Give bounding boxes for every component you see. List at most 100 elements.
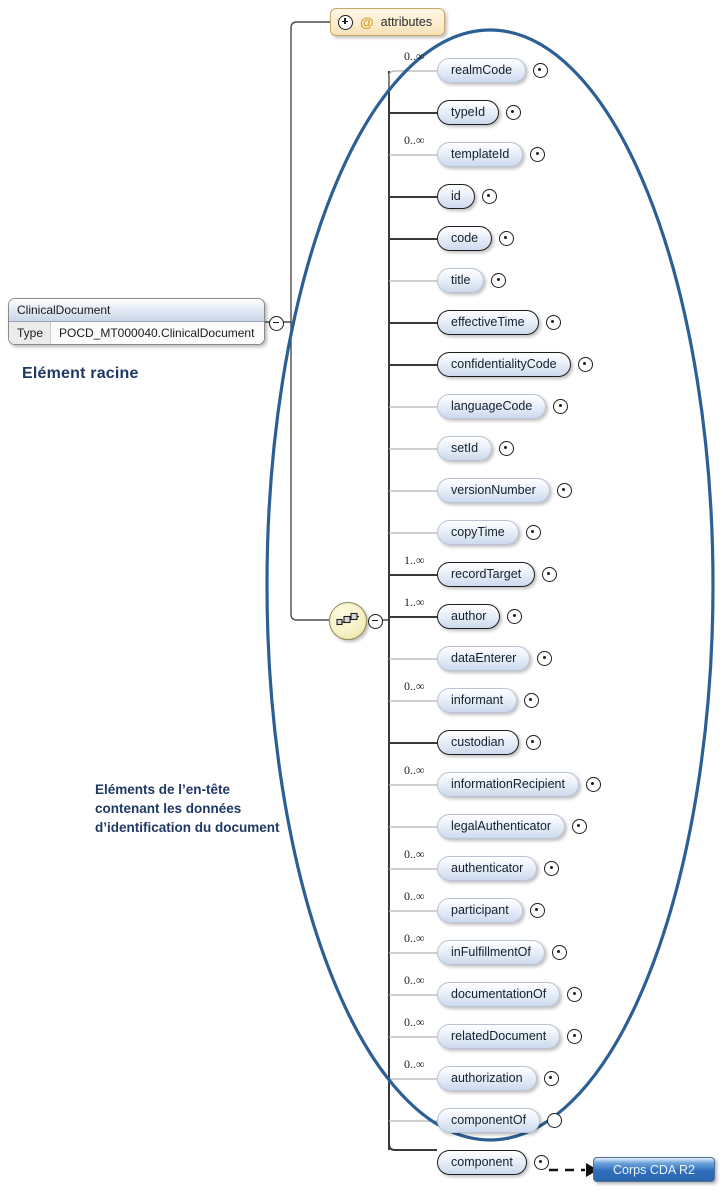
element-node[interactable]: typeId	[437, 100, 522, 125]
dot-expander-icon[interactable]	[525, 735, 541, 750]
element-node[interactable]: dataEnterer	[437, 646, 553, 671]
element-node[interactable]: informationRecipient	[437, 772, 601, 797]
element-node[interactable]: participant	[437, 898, 545, 923]
sequence-compositor-icon[interactable]	[329, 602, 367, 640]
dot-expander-icon[interactable]	[529, 903, 545, 918]
element-name-copyTime[interactable]: copyTime	[437, 520, 519, 545]
root-element-type-row: Type POCD_MT000040.ClinicalDocument	[9, 322, 264, 344]
cardinality-label: 0..∞	[404, 1057, 425, 1071]
element-node[interactable]: languageCode	[437, 394, 569, 419]
dot-expander-icon[interactable]	[537, 651, 553, 666]
dot-expander-icon[interactable]	[551, 945, 567, 960]
cardinality-label: 0..∞	[404, 49, 425, 63]
element-node[interactable]: authenticator	[437, 856, 560, 881]
at-symbol-icon: @	[360, 14, 374, 30]
element-node[interactable]: realmCode	[437, 58, 549, 83]
element-name-dataEnterer[interactable]: dataEnterer	[437, 646, 531, 671]
cardinality-label: 0..∞	[404, 763, 425, 777]
element-name-templateId[interactable]: templateId	[437, 142, 524, 167]
element-name-participant[interactable]: participant	[437, 898, 523, 923]
element-name-recordTarget[interactable]: recordTarget	[437, 562, 536, 587]
element-node[interactable]: authorization	[437, 1066, 559, 1091]
element-node[interactable]: relatedDocument	[437, 1024, 583, 1049]
element-name-inFulfillmentOf[interactable]: inFulfillmentOf	[437, 940, 545, 965]
body-reference-box[interactable]: Corps CDA R2	[593, 1157, 715, 1182]
element-node[interactable]: legalAuthenticator	[437, 814, 588, 839]
element-node[interactable]: templateId	[437, 142, 546, 167]
element-node[interactable]: effectiveTime	[437, 310, 561, 335]
element-name-relatedDocument[interactable]: relatedDocument	[437, 1024, 561, 1049]
body-reference-label: Corps CDA R2	[613, 1162, 695, 1177]
empty-expander-icon[interactable]	[547, 1113, 563, 1128]
element-name-custodian[interactable]: custodian	[437, 730, 519, 755]
element-node[interactable]: title	[437, 268, 507, 293]
element-name-confidentialityCode[interactable]: confidentialityCode	[437, 352, 571, 377]
element-name-setId[interactable]: setId	[437, 436, 493, 461]
element-node[interactable]: componentOf	[437, 1108, 563, 1133]
root-element-box[interactable]: ClinicalDocument Type POCD_MT000040.Clin…	[8, 298, 265, 345]
element-name-typeId[interactable]: typeId	[437, 100, 500, 125]
dot-expander-icon[interactable]	[543, 1071, 559, 1086]
element-name-documentationOf[interactable]: documentationOf	[437, 982, 561, 1007]
element-node[interactable]: code	[437, 226, 515, 251]
element-node[interactable]: id	[437, 184, 497, 209]
attributes-node[interactable]: @ attributes	[330, 8, 446, 36]
element-node[interactable]: informant	[437, 688, 540, 713]
element-node[interactable]: copyTime	[437, 520, 541, 545]
dot-expander-icon[interactable]	[506, 105, 522, 120]
element-name-title[interactable]: title	[437, 268, 485, 293]
element-node[interactable]: component	[437, 1150, 549, 1175]
dot-expander-icon[interactable]	[567, 987, 583, 1002]
dot-expander-icon[interactable]	[533, 1155, 549, 1170]
element-name-code[interactable]: code	[437, 226, 493, 251]
attributes-label: attributes	[380, 15, 433, 29]
element-name-id[interactable]: id	[437, 184, 475, 209]
cardinality-label: 0..∞	[404, 973, 425, 987]
element-name-authenticator[interactable]: authenticator	[437, 856, 538, 881]
minus-expander-icon[interactable]	[269, 316, 284, 331]
dot-expander-icon[interactable]	[491, 273, 507, 288]
element-node[interactable]: custodian	[437, 730, 541, 755]
dot-expander-icon[interactable]	[544, 861, 560, 876]
dot-expander-icon[interactable]	[525, 525, 541, 540]
cardinality-label: 0..∞	[404, 133, 425, 147]
dot-expander-icon[interactable]	[542, 567, 558, 582]
element-name-versionNumber[interactable]: versionNumber	[437, 478, 550, 503]
sequence-minus-expander-icon[interactable]	[368, 614, 383, 629]
element-name-informationRecipient[interactable]: informationRecipient	[437, 772, 579, 797]
element-node[interactable]: inFulfillmentOf	[437, 940, 567, 965]
dot-expander-icon[interactable]	[577, 357, 593, 372]
element-node[interactable]: setId	[437, 436, 515, 461]
element-name-realmCode[interactable]: realmCode	[437, 58, 527, 83]
element-name-effectiveTime[interactable]: effectiveTime	[437, 310, 539, 335]
dot-expander-icon[interactable]	[585, 777, 601, 792]
element-node[interactable]: confidentialityCode	[437, 352, 593, 377]
dot-expander-icon[interactable]	[524, 693, 540, 708]
dot-expander-icon[interactable]	[499, 231, 515, 246]
dot-expander-icon[interactable]	[553, 399, 569, 414]
dot-expander-icon[interactable]	[567, 1029, 583, 1044]
dot-expander-icon[interactable]	[533, 63, 549, 78]
element-name-authorization[interactable]: authorization	[437, 1066, 537, 1091]
cardinality-label: 0..∞	[404, 847, 425, 861]
dot-expander-icon[interactable]	[545, 315, 561, 330]
dot-expander-icon[interactable]	[481, 189, 497, 204]
dot-expander-icon[interactable]	[572, 819, 588, 834]
element-node[interactable]: recordTarget	[437, 562, 558, 587]
dot-expander-icon[interactable]	[556, 483, 572, 498]
element-name-languageCode[interactable]: languageCode	[437, 394, 547, 419]
dot-expander-icon[interactable]	[499, 441, 515, 456]
dot-expander-icon[interactable]	[507, 609, 523, 624]
element-name-component[interactable]: component	[437, 1150, 527, 1175]
element-name-author[interactable]: author	[437, 604, 501, 629]
element-name-legalAuthenticator[interactable]: legalAuthenticator	[437, 814, 566, 839]
element-name-componentOf[interactable]: componentOf	[437, 1108, 541, 1133]
element-node[interactable]: versionNumber	[437, 478, 572, 503]
element-node[interactable]: documentationOf	[437, 982, 583, 1007]
plus-expander-icon[interactable]	[338, 14, 353, 30]
element-node[interactable]: author	[437, 604, 523, 629]
annotation-header-elements: Eléments de l’en-tête contenant les donn…	[95, 782, 280, 835]
element-name-informant[interactable]: informant	[437, 688, 518, 713]
dot-expander-icon[interactable]	[530, 147, 546, 162]
